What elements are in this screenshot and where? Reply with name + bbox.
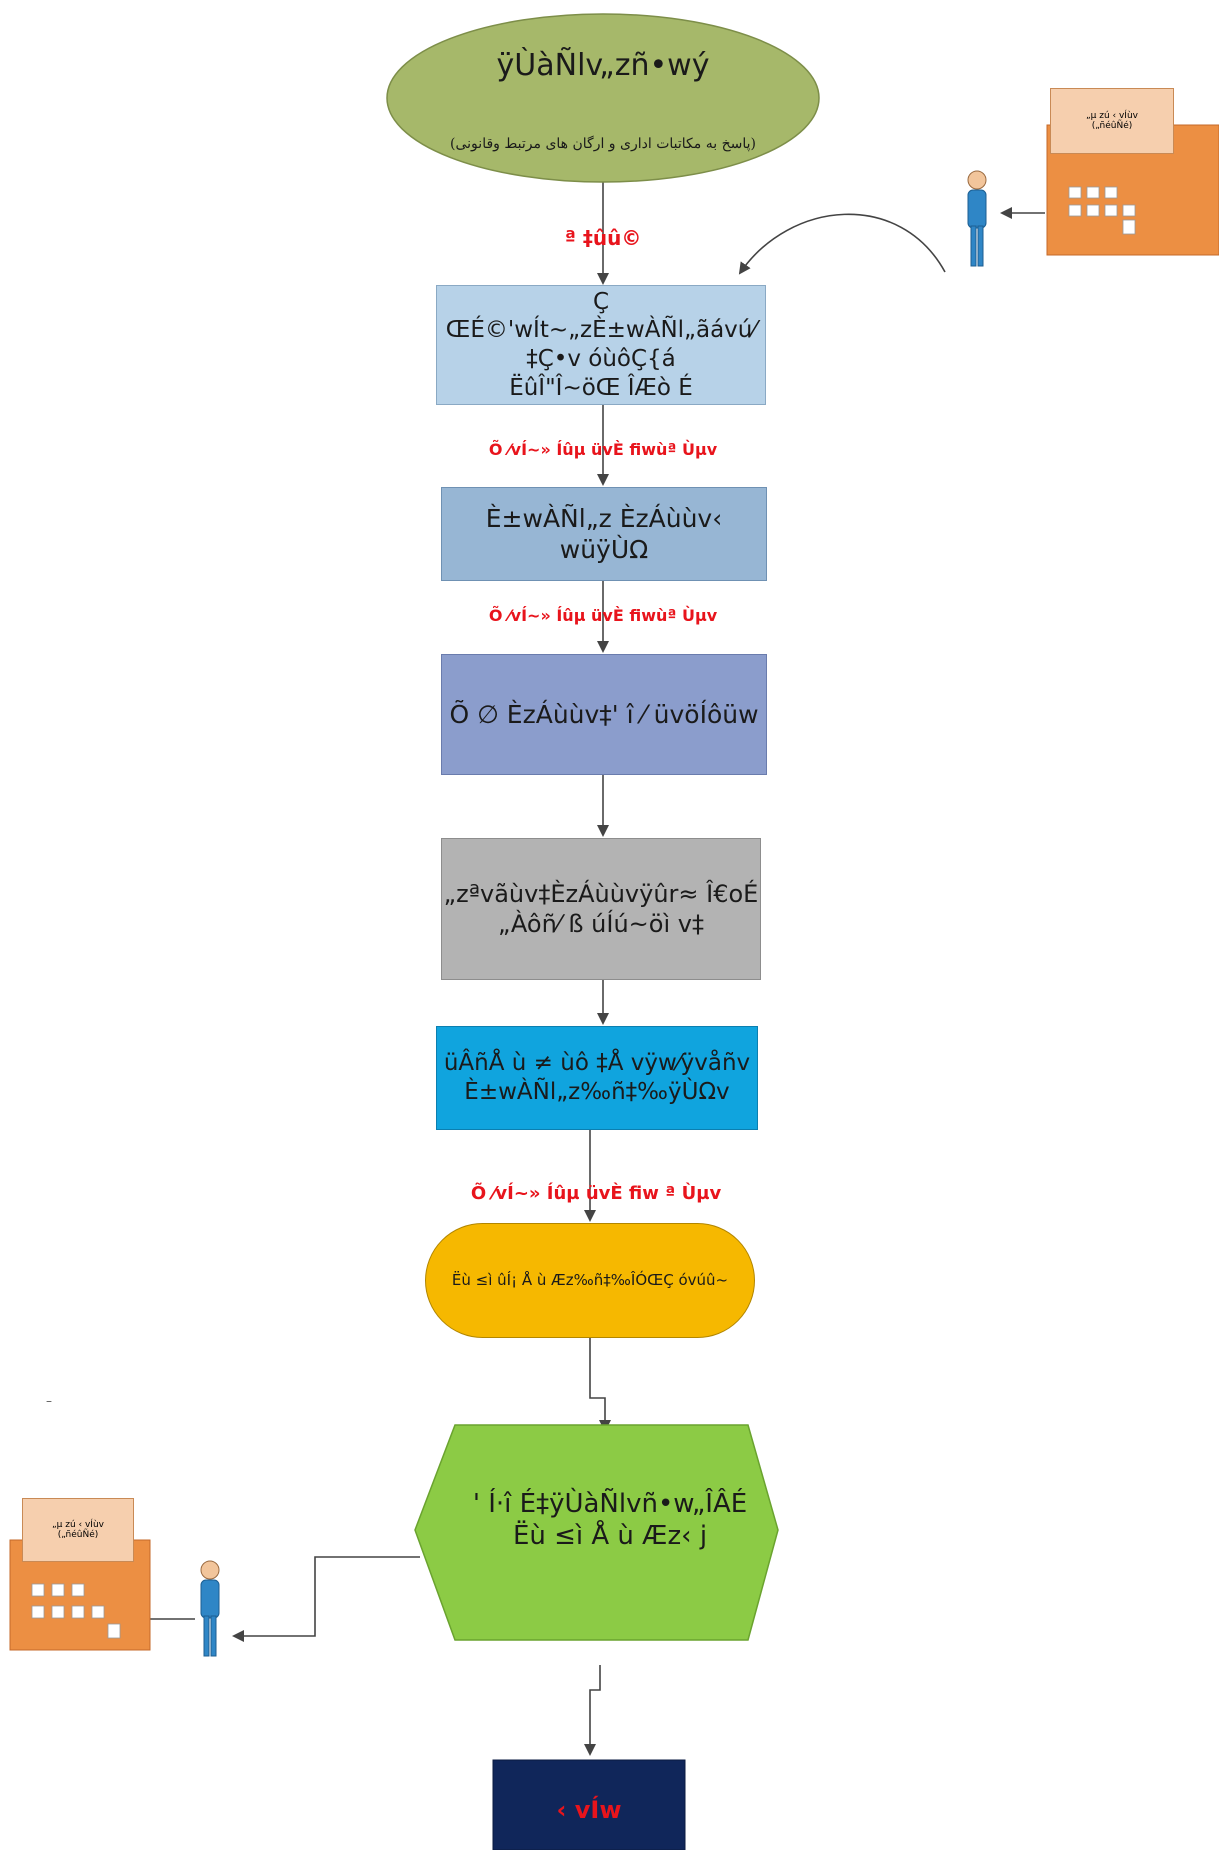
label-after-step5: Õ ⁄vÍ~» Íûµ üvÈ fiw ª Ùµv <box>470 1183 722 1204</box>
decision-text: ' Í·î É‡ÿÙàÑlvñ•w„ÎÂÉ Ëù ≤ì Å ù Æz‹ j <box>472 1488 748 1552</box>
label-after-start: ª ‡ûû© <box>564 226 642 250</box>
decision-hexagon <box>414 1424 779 1641</box>
connector-person-step1-curve <box>738 213 946 275</box>
person-icon <box>967 170 987 267</box>
start-title: ÿÙàÑlv„zñ•wý <box>496 48 710 84</box>
label-after-step1: Õ ⁄vÍ~» Íûµ üvÈ fiwùª Ùµv <box>488 440 718 459</box>
step-1-box: Ç ŒÉ©'wÍt~„zÈ±wÀÑl„ãávú⁄ ‡Ç•v óùôÇ{á ËûÎ… <box>436 285 766 405</box>
person-icon <box>200 1560 220 1657</box>
terminal-capsule: Ëù ≤ì ûÍ¡ Å ù Æz‰ñ‡‰ÎÓŒÇ óvúû~ <box>425 1223 755 1338</box>
building-note-bottom: „µ zú ‹ vÍùv („ñéûÑé) <box>22 1498 134 1562</box>
connector-decision-person-bottom <box>232 1556 420 1642</box>
label-after-step2: Õ ⁄vÍ~» Íûµ üvÈ fiwùª Ùµv <box>488 606 718 625</box>
step-3-box: Õ ∅ ÈzÁùùv‡' î ⁄ üvöÍôüw <box>441 654 767 775</box>
start-ellipse <box>386 13 820 183</box>
end-text: ‹ vÍw <box>556 1796 622 1824</box>
step-4-box: „zªvãùv‡ÈzÁùùvÿûr≈ Î€oÉ „Àôñ⁄ ß úÍú~öì v… <box>441 838 761 980</box>
stray-mark: – <box>46 1394 52 1408</box>
end-document-shape <box>492 1759 686 1850</box>
start-subtitle: (پاسخ به مکاتبات اداری و ارگان های مرتبط… <box>450 136 756 153</box>
step-2-box: È±wÀÑl„z ÈzÁùùv‹ wüÿÙΩ <box>441 487 767 581</box>
connector-decision-end <box>584 1665 601 1756</box>
building-note-top: „µ zú ‹ vÍùv („ñéûÑé) <box>1050 88 1174 154</box>
step-5-box: üÂñÅ ù ≠ ùô ‡Å vÿw⁄ÿvåñv È±wÀÑl„z‰ñ‡‰ÿÙΩ… <box>436 1026 758 1130</box>
connector-terminal-decision <box>589 1338 611 1432</box>
